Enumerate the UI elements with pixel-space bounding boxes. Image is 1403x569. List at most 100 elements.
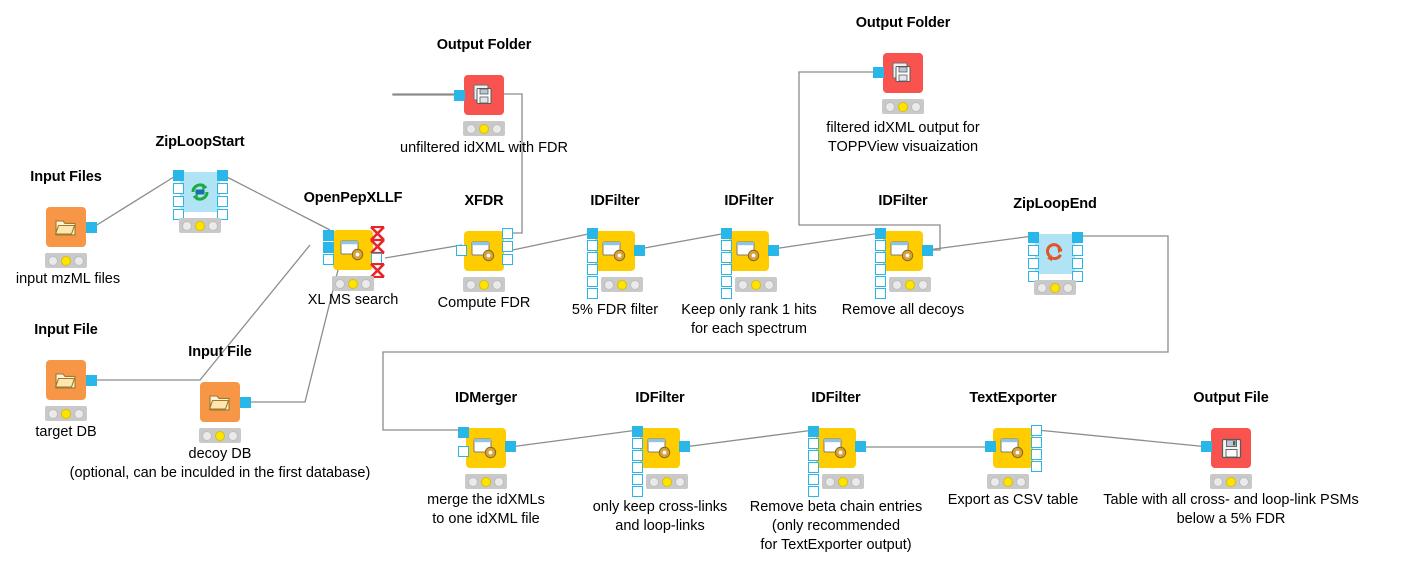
input-port-1[interactable] — [458, 446, 469, 457]
input-port-0[interactable] — [875, 228, 886, 239]
edge-idmerger-idfilter-crosslinks — [509, 429, 639, 448]
input-port-2[interactable] — [323, 254, 334, 265]
input-port-3[interactable] — [632, 462, 643, 473]
input-port-4[interactable] — [875, 276, 886, 287]
output-port-0[interactable] — [922, 245, 933, 256]
input-port-0[interactable] — [456, 245, 467, 256]
input-port-4[interactable] — [587, 276, 598, 287]
lamp-red — [737, 279, 748, 290]
output-port-2[interactable] — [1031, 449, 1042, 460]
node-body[interactable] — [46, 207, 86, 247]
output-port[interactable] — [240, 397, 251, 408]
input-port-0[interactable] — [323, 230, 334, 241]
input-port-2[interactable] — [632, 450, 643, 461]
input-port-3[interactable] — [1028, 271, 1039, 282]
input-port[interactable] — [873, 67, 884, 78]
input-port-0[interactable] — [458, 427, 469, 438]
input-port-1[interactable] — [323, 242, 334, 253]
input-port-0[interactable] — [173, 170, 184, 181]
input-port-1[interactable] — [632, 438, 643, 449]
save-multi-icon — [464, 75, 504, 115]
input-port-1[interactable] — [587, 240, 598, 251]
output-port-0[interactable] — [855, 441, 866, 452]
input-port-4[interactable] — [808, 474, 819, 485]
node-body[interactable] — [333, 230, 373, 270]
input-port-5[interactable] — [721, 288, 732, 299]
output-port-2[interactable] — [502, 254, 513, 265]
node-body[interactable] — [816, 428, 856, 468]
input-port-0[interactable] — [985, 441, 996, 452]
input-port-0[interactable] — [808, 426, 819, 437]
lamp-red — [884, 101, 895, 112]
input-port-5[interactable] — [875, 288, 886, 299]
input-port-1[interactable] — [808, 438, 819, 449]
node-body[interactable] — [200, 382, 240, 422]
output-port-1[interactable] — [1072, 245, 1083, 256]
output-port-1[interactable] — [502, 241, 513, 252]
output-port-3[interactable] — [1031, 461, 1042, 472]
input-port-0[interactable] — [721, 228, 732, 239]
output-port-0[interactable] — [634, 245, 645, 256]
node-title: IDMerger — [454, 390, 518, 406]
input-port-0[interactable] — [632, 426, 643, 437]
node-body[interactable] — [464, 75, 504, 115]
output-port[interactable] — [86, 222, 97, 233]
node-body[interactable] — [464, 231, 504, 271]
input-port-0[interactable] — [1028, 232, 1039, 243]
output-port-1[interactable] — [1031, 437, 1042, 448]
input-port-5[interactable] — [587, 288, 598, 299]
output-port-2[interactable] — [1072, 258, 1083, 269]
output-port-0[interactable] — [679, 441, 690, 452]
input-port-2[interactable] — [721, 252, 732, 263]
node-body[interactable] — [883, 53, 923, 93]
input-port[interactable] — [1201, 441, 1212, 452]
lamp-green — [361, 278, 372, 289]
input-port-1[interactable] — [875, 240, 886, 251]
input-port-2[interactable] — [808, 450, 819, 461]
output-port-0[interactable] — [768, 245, 779, 256]
node-body[interactable] — [993, 428, 1033, 468]
input-port-3[interactable] — [587, 264, 598, 275]
input-port-1[interactable] — [1028, 245, 1039, 256]
output-port-0[interactable] — [505, 441, 516, 452]
input-port-5[interactable] — [808, 486, 819, 497]
node-body[interactable] — [729, 231, 769, 271]
input-port-3[interactable] — [808, 462, 819, 473]
output-port-0[interactable] — [217, 170, 228, 181]
node-body[interactable] — [180, 172, 220, 212]
input-port-2[interactable] — [1028, 258, 1039, 269]
output-port-0[interactable] — [1072, 232, 1083, 243]
input-port-5[interactable] — [632, 486, 643, 497]
input-port-4[interactable] — [632, 474, 643, 485]
input-port-4[interactable] — [721, 276, 732, 287]
input-port-2[interactable] — [587, 252, 598, 263]
output-port-3[interactable] — [217, 209, 228, 220]
input-port-2[interactable] — [875, 252, 886, 263]
output-port-2[interactable] — [217, 196, 228, 207]
output-port[interactable] — [86, 375, 97, 386]
node-body[interactable] — [640, 428, 680, 468]
node-body[interactable] — [466, 428, 506, 468]
input-port-3[interactable] — [721, 264, 732, 275]
input-port-0[interactable] — [587, 228, 598, 239]
input-port-1[interactable] — [173, 183, 184, 194]
node-title: Input File — [34, 322, 98, 338]
input-port-3[interactable] — [875, 264, 886, 275]
input-port-3[interactable] — [173, 209, 184, 220]
output-port-3[interactable] — [1072, 271, 1083, 282]
output-port-0[interactable] — [502, 228, 513, 239]
node-title: Input File — [188, 344, 252, 360]
edge-inputfiles-ziploopstart — [91, 174, 178, 229]
output-port-0[interactable] — [1031, 425, 1042, 436]
node-body[interactable] — [1035, 234, 1075, 274]
input-port[interactable] — [454, 90, 465, 101]
input-port-2[interactable] — [173, 196, 184, 207]
input-port-1[interactable] — [721, 240, 732, 251]
status-traffic-light — [987, 474, 1029, 489]
node-body[interactable] — [46, 360, 86, 400]
output-port-1[interactable] — [217, 183, 228, 194]
node-body[interactable] — [883, 231, 923, 271]
node-body[interactable] — [1211, 428, 1251, 468]
node-body[interactable] — [595, 231, 635, 271]
